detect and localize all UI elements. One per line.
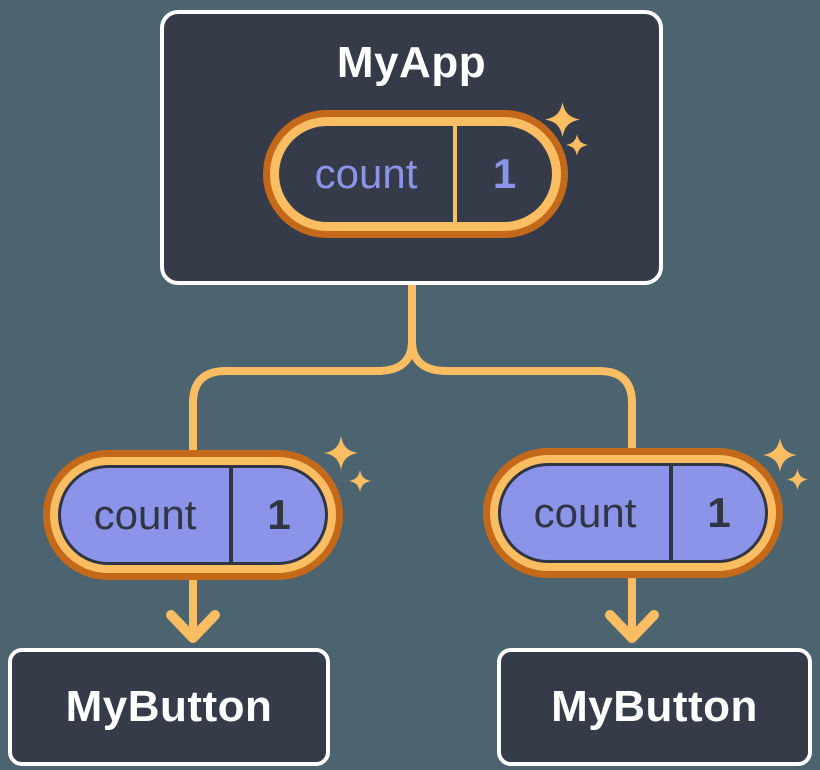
arrow-down-icon-left — [166, 610, 220, 643]
state-pill-core: count 1 — [498, 463, 768, 563]
state-value: 1 — [492, 150, 517, 197]
state-pill-root: count 1 — [263, 110, 568, 238]
state-pill-divider — [229, 468, 233, 562]
connector-branch-left — [189, 279, 416, 456]
state-pill-core: count 1 — [279, 126, 552, 222]
sparkle-icon — [324, 436, 358, 470]
component-name-child-left: MyButton — [65, 681, 273, 731]
component-name-child-right: MyButton — [551, 681, 758, 731]
sparkle-icon — [566, 134, 588, 156]
state-value: 1 — [267, 491, 291, 538]
sparkle-icon — [545, 102, 580, 137]
state-pill-divider — [453, 126, 457, 222]
sparkle-icon — [349, 470, 371, 492]
state-key: count — [93, 491, 197, 538]
state-pill-child-right: count 1 — [483, 448, 783, 578]
component-node-child-left: MyButton — [8, 648, 330, 766]
arrow-down-icon-right — [605, 610, 659, 643]
state-pill-ring: count 1 — [270, 117, 561, 231]
state-pill-child-left: count 1 — [43, 450, 343, 580]
state-pill-ring: count 1 — [490, 455, 776, 571]
component-node-child-right: MyButton — [497, 648, 812, 766]
state-key: count — [314, 150, 418, 197]
connector-branch-right — [408, 279, 636, 454]
state-value: 1 — [707, 489, 731, 536]
state-key: count — [533, 489, 637, 536]
state-pill-core: count 1 — [58, 465, 328, 565]
state-pill-ring: count 1 — [50, 457, 336, 573]
state-pill-divider — [669, 466, 673, 560]
sparkle-icon — [763, 438, 797, 472]
component-name-root: MyApp — [336, 38, 487, 87]
sparkle-icon — [787, 469, 808, 490]
